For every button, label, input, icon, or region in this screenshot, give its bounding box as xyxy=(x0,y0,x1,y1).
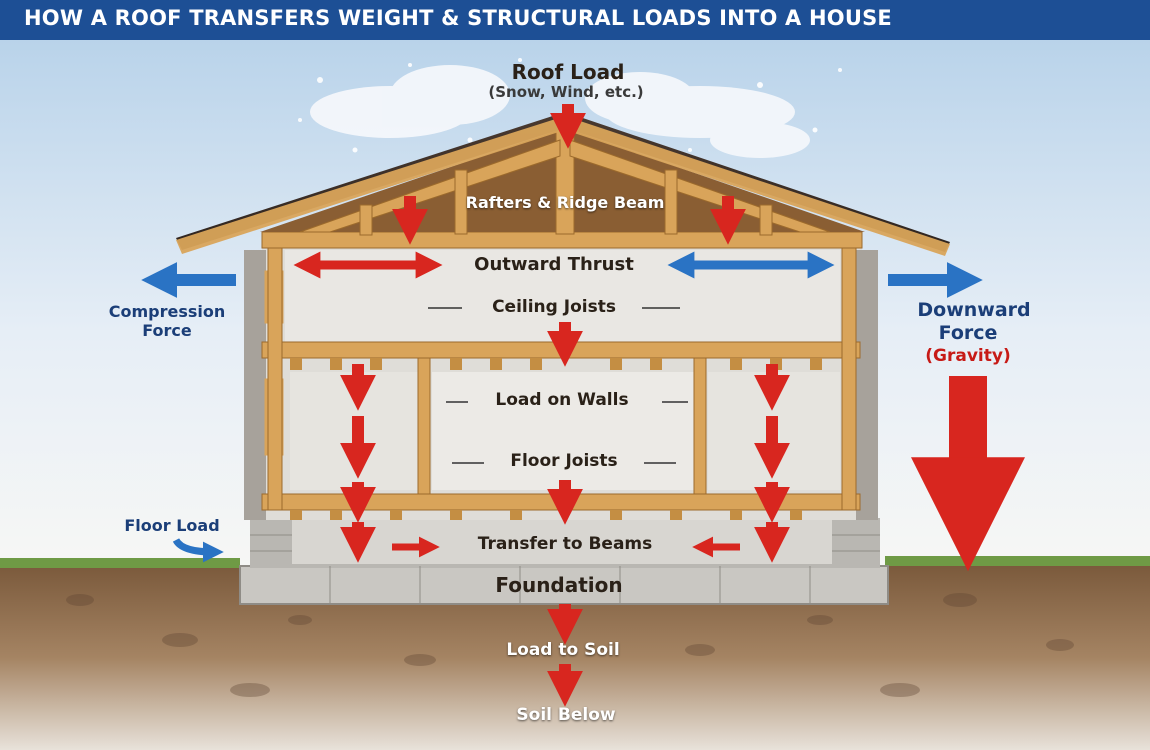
label-dashes xyxy=(428,307,688,464)
downward-force-label-line2: Force xyxy=(938,322,998,344)
foundation-blocks xyxy=(250,534,880,604)
roof-fascia-right xyxy=(565,116,950,256)
clouds xyxy=(310,65,810,158)
title-banner: HOW A ROOF TRANSFERS WEIGHT & STRUCTURAL… xyxy=(0,0,1150,40)
roof-load-note: (Snow, Wind, etc.) xyxy=(488,83,644,101)
foundation-slab xyxy=(239,565,889,605)
floor-load-label: Floor Load xyxy=(124,516,220,535)
snowflakes xyxy=(298,58,842,162)
joist-ends xyxy=(290,358,822,520)
rafters-ridge xyxy=(299,129,831,236)
lower-drywall-mid xyxy=(432,372,694,490)
roof-load-label: Roof Load xyxy=(511,60,625,84)
roof-fascia xyxy=(176,116,565,254)
ceiling-joists-label: Ceiling Joists xyxy=(492,297,616,317)
load-arrows xyxy=(340,104,790,707)
left-side-wall xyxy=(244,250,266,520)
floor-load-arrow xyxy=(172,538,224,563)
page-title: HOW A ROOF TRANSFERS WEIGHT & STRUCTURAL… xyxy=(24,6,892,30)
soil-pebbles xyxy=(66,593,1074,697)
soil-below-label: Soil Below xyxy=(516,705,616,725)
outward-thrust-label: Outward Thrust xyxy=(474,254,634,275)
grass-right xyxy=(885,556,1150,566)
rafters-label: Rafters & Ridge Beam xyxy=(465,193,665,212)
compression-force-label-line1: Compression xyxy=(108,302,226,321)
transfer-to-beams-label: Transfer to Beams xyxy=(477,534,653,554)
crawlspace xyxy=(292,520,832,564)
gravity-label: (Gravity) xyxy=(925,346,1011,366)
right-side-wall xyxy=(856,250,878,520)
load-to-soil-label: Load to Soil xyxy=(506,640,620,660)
load-on-walls-label: Load on Walls xyxy=(495,390,629,410)
floor-joists-label: Floor Joists xyxy=(510,451,618,471)
grass-left xyxy=(0,558,240,568)
compression-force-label-line2: Force xyxy=(142,321,192,340)
foundation-label: Foundation xyxy=(495,573,623,597)
downward-force-label-line1: Downward xyxy=(917,299,1031,321)
